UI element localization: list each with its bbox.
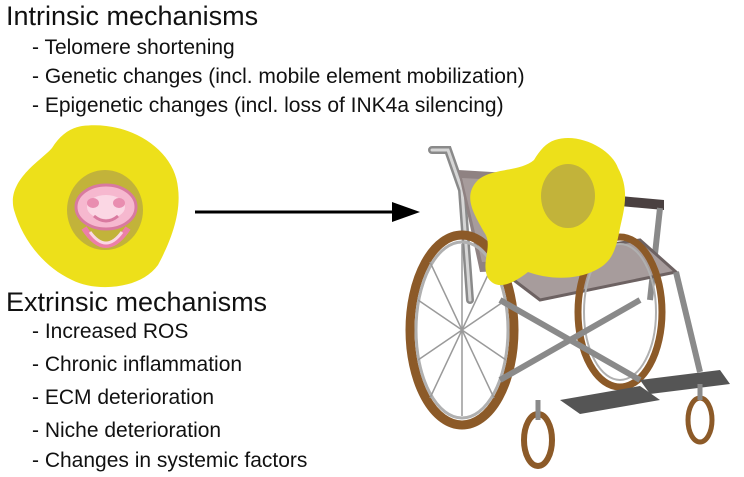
intrinsic-item-epigenetic: - Epigenetic changes (incl. loss of INK4… bbox=[32, 94, 504, 117]
young-stem-cell bbox=[12, 125, 179, 288]
pacifier-icon bbox=[74, 183, 138, 248]
intrinsic-heading: Intrinsic mechanisms bbox=[6, 1, 259, 31]
intrinsic-item-genetic: - Genetic changes (incl. mobile element … bbox=[32, 65, 525, 88]
extrinsic-item-ros: - Increased ROS bbox=[32, 320, 189, 343]
extrinsic-item-niche: - Niche deterioration bbox=[32, 419, 222, 442]
aged-stem-cell bbox=[470, 138, 626, 286]
extrinsic-item-inflammation: - Chronic inflammation bbox=[32, 353, 243, 376]
extrinsic-item-ecm: - ECM deterioration bbox=[32, 386, 215, 409]
intrinsic-item-telomere: - Telomere shortening bbox=[32, 36, 235, 59]
extrinsic-item-systemic: - Changes in systemic factors bbox=[32, 449, 308, 472]
extrinsic-heading: Extrinsic mechanisms bbox=[6, 287, 268, 317]
aged-cell-nucleus bbox=[541, 164, 595, 228]
transition-arrow bbox=[195, 202, 420, 222]
